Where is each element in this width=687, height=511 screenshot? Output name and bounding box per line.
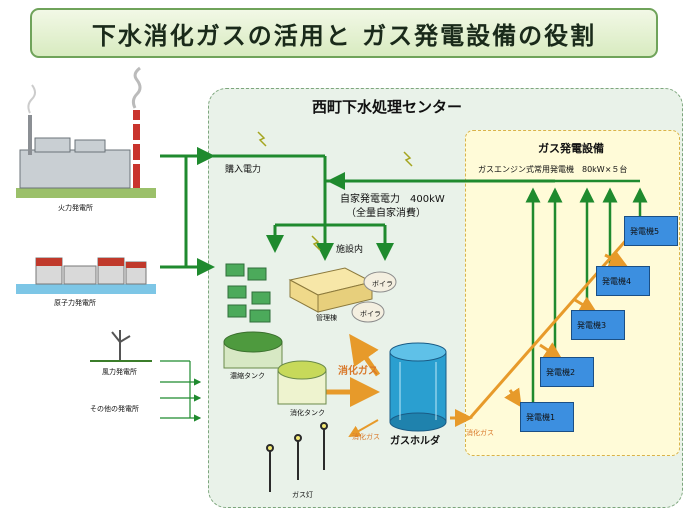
page-title: 下水消化ガスの活用と ガス発電設備の役割: [30, 8, 658, 58]
boiler-icon: [351, 271, 397, 323]
digestion-gas-label: 消化ガス: [338, 366, 378, 377]
gas-lamp-icon: [266, 422, 328, 492]
thickener-tank-icon: [223, 331, 283, 369]
generator-1: [520, 402, 574, 432]
admin-building-icon: [288, 267, 374, 313]
lightning-icon: [257, 131, 413, 251]
digestion-gas-small-label: 消化ガス: [352, 433, 380, 441]
generator-label-5: 発電機5: [630, 227, 660, 236]
small-power-lines: [160, 360, 202, 422]
own-power-label: 自家発電電力 400kW: [340, 194, 445, 205]
admin-building-label: 管理棟: [316, 314, 337, 322]
generator-label-4: 発電機4: [602, 277, 632, 286]
digestion-tank-icon: [277, 360, 327, 405]
generator-label-3: 発電機3: [577, 321, 607, 330]
generator-4: [596, 266, 650, 296]
boiler-label-2: ボイラ: [360, 310, 381, 318]
gas-holder-icon: [389, 342, 447, 432]
generator-label-2: 発電機2: [546, 368, 576, 377]
generator-5: [624, 216, 678, 246]
gas-power-subtitle: ガスエンジン式常用発電機 80kW×５台: [478, 165, 628, 174]
facility-name: 西町下水処理センター: [312, 98, 463, 116]
nuclear-plant-label: 原子力発電所: [54, 299, 96, 307]
purchased-power-label: 購入電力: [225, 165, 262, 175]
generator-3: [571, 310, 625, 340]
wind-plant-label: 風力発電所: [102, 368, 137, 376]
wind-turbine-icon: [90, 330, 152, 362]
nuclear-plant-icon: [16, 257, 156, 294]
generator-2: [540, 357, 594, 387]
thickener-tank-label: 濃縮タンク: [230, 372, 265, 380]
in-facility-label: 施設内: [336, 245, 364, 255]
power-lines: [160, 147, 555, 276]
gas-power-title: ガス発電設備: [538, 142, 604, 155]
digestion-gas-pipe-label: 消化ガス: [466, 429, 494, 437]
thermal-plant-icon: [16, 66, 156, 198]
thermal-plant-label: 火力発電所: [58, 204, 93, 212]
digestion-tank-label: 消化タンク: [290, 409, 325, 417]
gas-lamp-label: ガス灯: [292, 491, 313, 499]
other-plant-label: その他の発電所: [90, 405, 139, 413]
gas-pipes: [315, 221, 644, 437]
own-power-note: （全量自家消費）: [346, 208, 426, 219]
electrical-equipment-icon: [225, 263, 271, 323]
boiler-label-1: ボイラ: [372, 280, 393, 288]
gas-holder-label: ガスホルダ: [390, 436, 440, 447]
generator-label-1: 発電機1: [526, 413, 556, 422]
